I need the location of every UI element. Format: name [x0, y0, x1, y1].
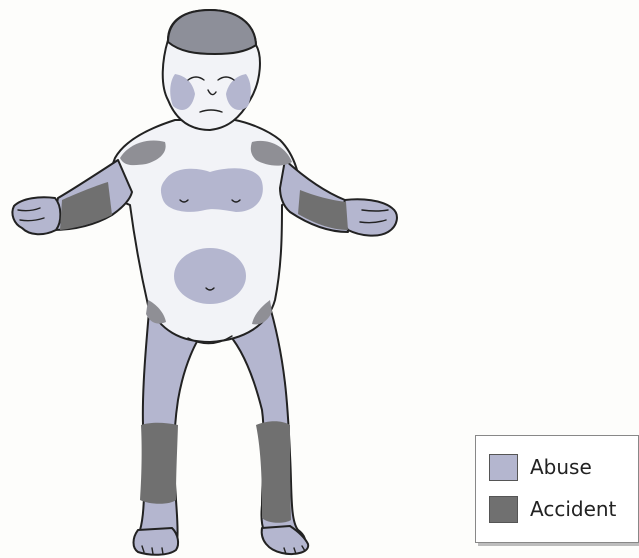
- legend-item-accident: Accident: [489, 494, 616, 524]
- left-knee-accident-zone: [140, 423, 178, 504]
- legend-label-abuse: Abuse: [530, 455, 592, 479]
- right-hand: [343, 199, 397, 235]
- legend-label-accident: Accident: [530, 497, 616, 521]
- chest-zone: [161, 168, 263, 212]
- accident-swatch: [489, 496, 518, 523]
- abuse-swatch: [489, 454, 518, 481]
- hair-region: [168, 10, 256, 54]
- abdomen-zone: [174, 248, 246, 304]
- left-foot: [134, 528, 179, 555]
- legend-item-abuse: Abuse: [489, 452, 592, 482]
- legend: Abuse Accident: [475, 435, 639, 543]
- left-hand: [12, 197, 60, 234]
